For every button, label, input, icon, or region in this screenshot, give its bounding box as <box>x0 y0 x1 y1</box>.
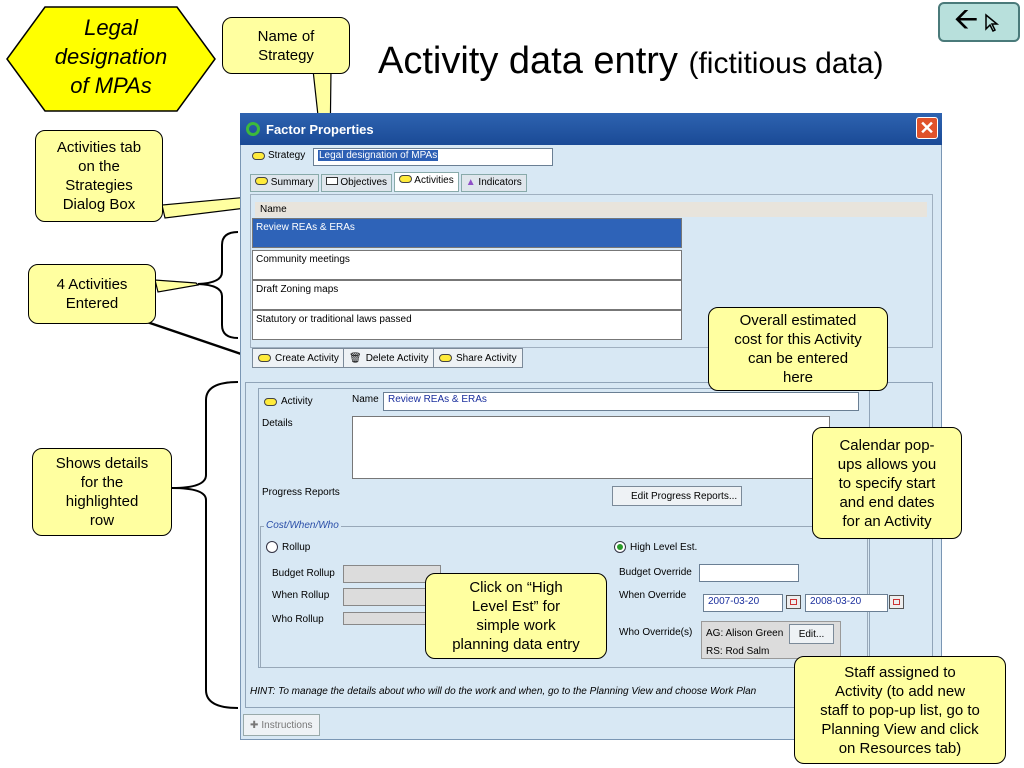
activity-label: Activity <box>264 396 313 407</box>
who-override-label: Who Override(s) <box>619 627 693 638</box>
when-rollup-label: When Rollup <box>272 590 330 601</box>
list-item: AG: Alison Green <box>706 628 784 639</box>
mouse-cursor-icon <box>985 13 1000 33</box>
instructions-button[interactable]: ✚Instructions <box>243 714 320 736</box>
rollup-radio[interactable]: Rollup <box>266 541 310 553</box>
progress-reports-label: Progress Reports <box>262 487 340 498</box>
table-header-name: Name <box>255 202 927 217</box>
details-label: Details <box>262 418 293 429</box>
tab-indicators[interactable]: ▲ Indicators <box>460 174 527 192</box>
tab-bar: Summary Objectives Activities ▲ Indicato… <box>250 172 527 192</box>
tab-activities[interactable]: Activities <box>394 172 459 192</box>
create-activity-button[interactable]: Create Activity <box>252 348 345 368</box>
dialog-title-bar: Factor Properties ✕ <box>240 113 942 145</box>
who-rollup-label: Who Rollup <box>272 614 324 625</box>
start-calendar-icon[interactable] <box>786 595 801 609</box>
strategy-icon <box>252 151 265 160</box>
table-row[interactable]: Draft Zoning maps <box>252 280 682 310</box>
edit-progress-reports-button[interactable]: Edit Progress Reports... <box>612 486 743 506</box>
cost-when-who-label: Cost/When/Who <box>264 520 341 531</box>
strategy-label: Strategy <box>252 150 305 161</box>
name-label: Name <box>352 394 379 405</box>
share-activity-button[interactable]: Share Activity <box>433 348 523 368</box>
when-override-label: When Override <box>619 590 687 601</box>
high-level-est-radio[interactable]: High Level Est. <box>614 541 697 553</box>
details-textarea[interactable] <box>352 416 830 479</box>
tab-summary[interactable]: Summary <box>250 174 319 192</box>
page-title: Activity data entry (fictitious data) <box>378 40 884 82</box>
back-arrow-icon: 🡨 <box>953 2 979 36</box>
plus-icon: ✚ <box>250 719 259 731</box>
edit-who-button[interactable]: Edit... <box>789 624 834 644</box>
close-icon[interactable]: ✕ <box>916 117 938 139</box>
activity-name-field[interactable]: Review REAs & ERAs <box>383 392 859 411</box>
budget-override-label: Budget Override <box>619 567 692 578</box>
back-arrow-button[interactable]: 🡨 <box>938 2 1020 42</box>
dialog-title: Factor Properties <box>266 122 374 137</box>
trash-icon: 🗑 <box>349 352 362 364</box>
delete-activity-button[interactable]: 🗑Delete Activity <box>343 348 435 368</box>
strategy-name-field[interactable]: Legal designation of MPAs <box>313 148 553 166</box>
hint-text: HINT: To manage the details about who wi… <box>250 686 757 697</box>
table-row[interactable]: Statutory or traditional laws passed <box>252 310 682 340</box>
end-calendar-icon[interactable] <box>889 595 904 609</box>
tab-objectives[interactable]: Objectives <box>320 174 393 192</box>
table-row[interactable]: Community meetings <box>252 250 682 280</box>
factor-icon <box>246 122 260 136</box>
start-date-field[interactable]: 2007-03-20 <box>703 594 783 612</box>
table-row-selected[interactable]: Review REAs & ERAs <box>252 218 682 248</box>
list-item: RS: Rod Salm <box>706 646 770 657</box>
budget-override-input[interactable] <box>699 564 799 582</box>
budget-rollup-label: Budget Rollup <box>272 568 335 579</box>
end-date-field[interactable]: 2008-03-20 <box>805 594 888 612</box>
